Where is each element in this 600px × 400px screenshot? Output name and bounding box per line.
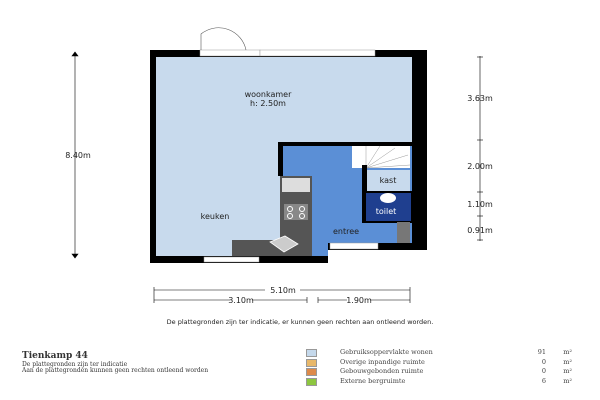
legend-swatch <box>306 377 317 386</box>
legend-item: Gebouwgebonden ruimte 0 m² <box>306 367 576 377</box>
label-kast: kast <box>380 176 397 185</box>
label-entree: entree <box>333 227 359 236</box>
outer-notch <box>328 250 428 264</box>
room-kast <box>367 170 410 192</box>
dim-right-2: 2.00m <box>467 162 493 171</box>
label-woonkamer: woonkamer <box>245 90 293 99</box>
meter-cupboard <box>397 222 410 243</box>
legend-label: Overige inpandige ruimte <box>340 357 425 366</box>
legend-unit: m² <box>563 376 572 385</box>
room-woonkamer <box>156 57 412 256</box>
sink-icon <box>269 235 299 253</box>
legend-item: Externe bergruimte 6 m² <box>306 377 576 387</box>
legend-item: Overige inpandige ruimte 0 m² <box>306 358 576 368</box>
dim-total-width: 5.10m <box>270 286 296 295</box>
dimension-bottom <box>153 287 411 303</box>
legend-value: 0 <box>541 367 546 375</box>
toilet-icon <box>380 193 396 203</box>
legend-unit: m² <box>563 357 572 366</box>
footer-line-2: Aan de plattegronden kunnen geen rechten… <box>22 367 209 374</box>
legend-label: Gebruiksoppervlakte wonen <box>340 348 433 356</box>
dim-right-4: 0.91m <box>467 226 493 235</box>
balcony-door[interactable] <box>199 49 261 57</box>
label-keuken: keuken <box>201 212 230 221</box>
dimension-depth <box>71 51 79 259</box>
stove-icon <box>284 204 308 220</box>
stairs <box>352 145 411 169</box>
dim-bottom-1: 3.10m <box>228 296 254 305</box>
dim-right-3: 1.10m <box>467 200 493 209</box>
legend-label: Gebouwgebonden ruimte <box>340 367 424 375</box>
label-toilet: toilet <box>376 207 397 216</box>
footer-line-1: De plattegronden zijn ter indicatie <box>22 361 128 368</box>
front-door[interactable] <box>329 242 379 250</box>
property-title: Tienkamp 44 <box>22 351 88 361</box>
legend-item: Gebruiksoppervlakte wonen 91 m² <box>306 348 576 358</box>
disclaimer-note: De plattegronden zijn ter indicatie, er … <box>166 318 434 326</box>
legend-swatch <box>306 358 317 367</box>
legend-value: 91 <box>537 348 546 356</box>
legend-value: 0 <box>541 357 546 366</box>
dim-bottom-2: 1.90m <box>346 296 372 305</box>
dim-total-depth: 8.40m <box>65 151 91 160</box>
label-height: h: 2.50m <box>250 99 286 108</box>
legend-unit: m² <box>563 367 572 375</box>
legend-label: Externe bergruimte <box>340 376 406 385</box>
door-swing <box>200 27 247 51</box>
window-bottom <box>203 256 260 263</box>
legend-value: 6 <box>541 376 546 385</box>
dim-right-1: 3.63m <box>467 94 493 103</box>
legend-swatch <box>306 368 317 376</box>
legend-swatch <box>306 349 317 357</box>
fridge <box>282 178 310 192</box>
legend-unit: m² <box>563 348 572 356</box>
window-top <box>259 49 376 57</box>
dimension-right <box>477 56 483 241</box>
